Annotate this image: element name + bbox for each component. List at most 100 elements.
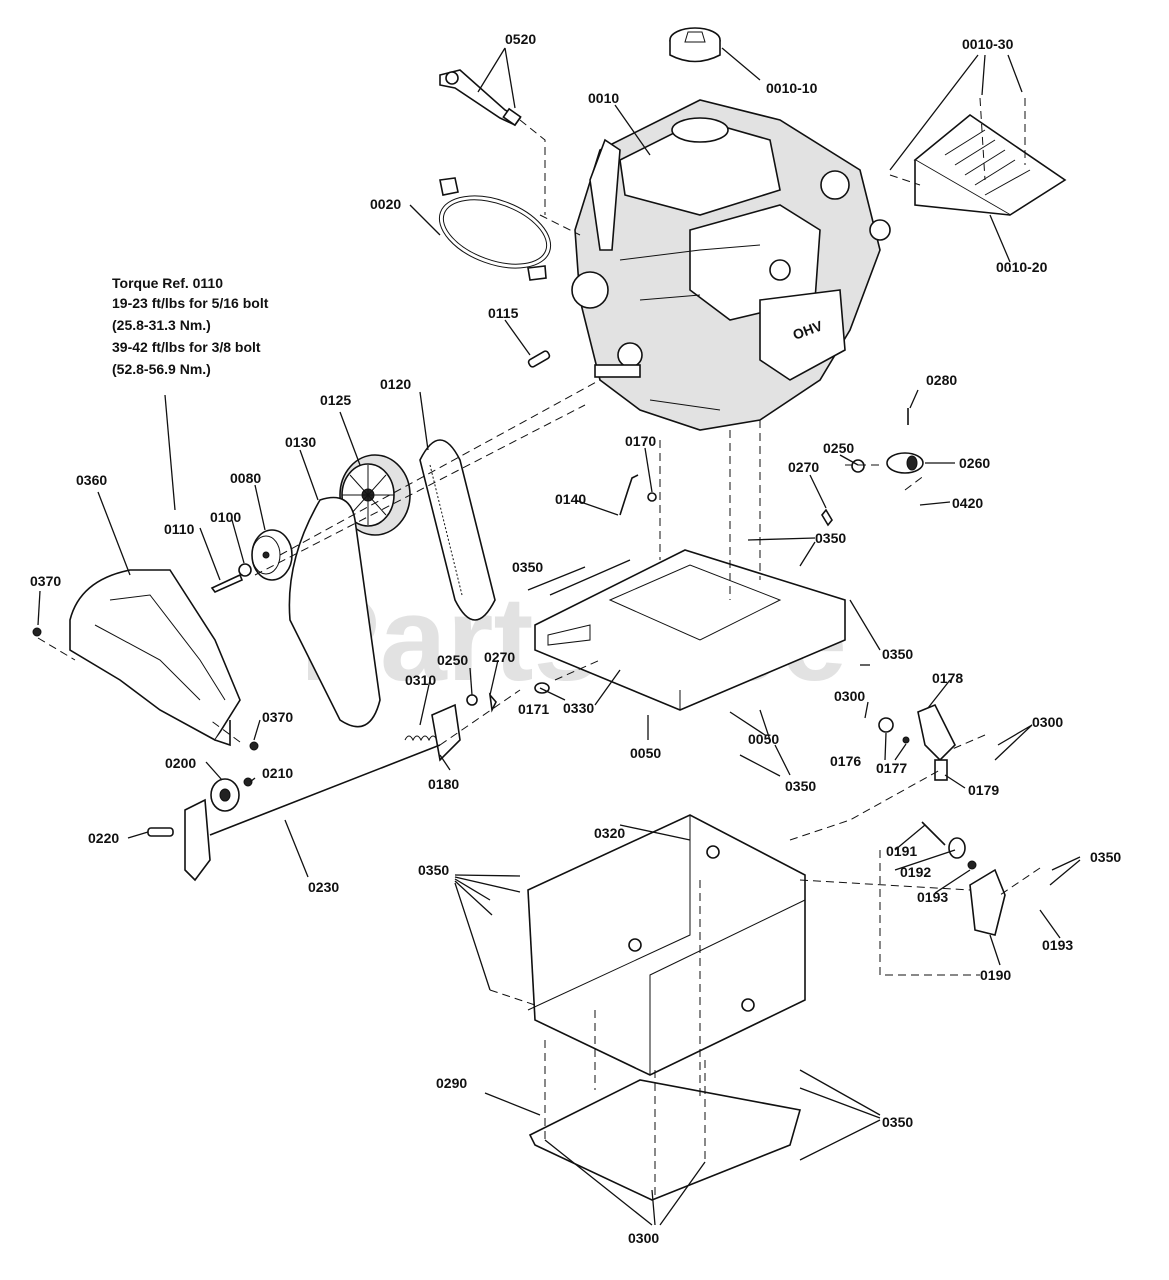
label-0050-left[interactable]: 0050 — [630, 745, 661, 761]
torque-note-line1: Torque Ref. 0110 — [112, 275, 223, 291]
label-0350-f[interactable]: 0350 — [418, 862, 449, 878]
key-pin-part — [527, 350, 551, 368]
label-0170[interactable]: 0170 — [625, 433, 656, 449]
label-0130[interactable]: 0130 — [285, 434, 316, 450]
label-0350-a[interactable]: 0350 — [815, 530, 846, 546]
rod-0140-part — [619, 474, 639, 516]
bolt-0370-right — [249, 741, 259, 751]
label-0180[interactable]: 0180 — [428, 776, 459, 792]
label-0290[interactable]: 0290 — [436, 1075, 467, 1091]
label-0360[interactable]: 0360 — [76, 472, 107, 488]
nut-0210-part — [243, 777, 253, 787]
label-0230[interactable]: 0230 — [308, 879, 339, 895]
label-0010-20[interactable]: 0010-20 — [996, 259, 1048, 275]
pin-0220-part — [147, 827, 174, 837]
label-0350-g[interactable]: 0350 — [882, 1114, 913, 1130]
label-0010-30[interactable]: 0010-30 — [962, 36, 1014, 52]
bracket-0178-part — [917, 703, 956, 762]
label-0177[interactable]: 0177 — [876, 760, 907, 776]
roller-0260-part — [886, 452, 924, 474]
nut-0177-part — [902, 736, 910, 744]
label-0220[interactable]: 0220 — [88, 830, 119, 846]
label-0176[interactable]: 0176 — [830, 753, 861, 769]
label-0280[interactable]: 0280 — [926, 372, 957, 388]
label-0250-top[interactable]: 0250 — [823, 440, 854, 456]
label-0350-c[interactable]: 0350 — [882, 646, 913, 662]
cable-part — [438, 177, 552, 281]
label-0178[interactable]: 0178 — [932, 670, 963, 686]
torque-note-line5: (52.8-56.9 Nm.) — [112, 361, 211, 377]
frame-0320-part — [527, 814, 806, 1076]
label-0350-e[interactable]: 0350 — [1090, 849, 1121, 865]
torque-note-line3: (25.8-31.3 Nm.) — [112, 317, 211, 333]
belt-cover-part — [69, 569, 241, 747]
label-0520[interactable]: 0520 — [505, 31, 536, 47]
label-0020[interactable]: 0020 — [370, 196, 401, 212]
label-0193-right[interactable]: 0193 — [1042, 937, 1073, 953]
label-0250-mid[interactable]: 0250 — [437, 652, 468, 668]
label-0370-right[interactable]: 0370 — [262, 709, 293, 725]
label-0140[interactable]: 0140 — [555, 491, 586, 507]
shaft-0230-part — [209, 744, 441, 836]
v-belt-part — [288, 496, 381, 728]
bushing-0192-part — [948, 837, 966, 859]
label-0370-left[interactable]: 0370 — [30, 573, 61, 589]
label-0010[interactable]: 0010 — [588, 90, 619, 106]
label-0120[interactable]: 0120 — [380, 376, 411, 392]
bolt-0191-part — [921, 821, 946, 846]
cotter-pin-0270b-part — [488, 692, 497, 713]
label-0179[interactable]: 0179 — [968, 782, 999, 798]
heat-shield-part — [913, 114, 1067, 216]
label-0350-d[interactable]: 0350 — [785, 778, 816, 794]
pulley-0080-part — [251, 529, 293, 581]
nut-0170-part — [647, 492, 657, 502]
washer-0100-part — [238, 563, 252, 577]
nut-0193-part — [967, 860, 977, 870]
label-0191[interactable]: 0191 — [886, 843, 917, 859]
pulley-0125-part — [339, 454, 411, 536]
label-0300-bottom[interactable]: 0300 — [628, 1230, 659, 1246]
torque-note-line4: 39-42 ft/lbs for 3/8 bolt — [112, 339, 261, 355]
label-0320[interactable]: 0320 — [594, 825, 625, 841]
spring-0310-part — [404, 735, 438, 742]
label-0330[interactable]: 0330 — [563, 700, 594, 716]
label-0260[interactable]: 0260 — [959, 455, 990, 471]
label-0050-right[interactable]: 0050 — [748, 731, 779, 747]
bolt-0110-part — [210, 573, 244, 593]
label-0420[interactable]: 0420 — [952, 495, 983, 511]
label-0192[interactable]: 0192 — [900, 864, 931, 880]
label-0190[interactable]: 0190 — [980, 967, 1011, 983]
label-0010-10[interactable]: 0010-10 — [766, 80, 818, 96]
label-0300-right[interactable]: 0300 — [1032, 714, 1063, 730]
sensor-part — [439, 69, 522, 127]
label-0080[interactable]: 0080 — [230, 470, 261, 486]
label-0125[interactable]: 0125 — [320, 392, 351, 408]
label-0310[interactable]: 0310 — [405, 672, 436, 688]
label-0210[interactable]: 0210 — [262, 765, 293, 781]
bracket-0190-part — [969, 868, 1006, 936]
label-0270-mid[interactable]: 0270 — [484, 649, 515, 665]
bottom-plate-part — [528, 1079, 802, 1201]
part-labels: 0520 0010-10 0010 0010-30 0020 0010-20 0… — [30, 31, 1121, 1246]
idler-arm-part — [184, 798, 211, 882]
bracket-0179-part — [934, 759, 948, 781]
toothed-belt-part — [419, 439, 496, 621]
label-0171[interactable]: 0171 — [518, 701, 549, 717]
label-0115[interactable]: 0115 — [488, 305, 519, 321]
label-0350-b[interactable]: 0350 — [512, 559, 543, 575]
mounting-plate-part — [534, 549, 846, 711]
assembly-lines — [37, 97, 1041, 1200]
torque-note-line2: 19-23 ft/lbs for 5/16 bolt — [112, 295, 269, 311]
label-0100[interactable]: 0100 — [210, 509, 241, 525]
bracket-0180-part — [431, 703, 461, 762]
label-0200[interactable]: 0200 — [165, 755, 196, 771]
label-0193-left[interactable]: 0193 — [917, 889, 948, 905]
idler-pulley-part — [210, 778, 240, 812]
label-0300-mid[interactable]: 0300 — [834, 688, 865, 704]
washer-0176-part — [878, 717, 894, 733]
label-0110[interactable]: 0110 — [164, 521, 195, 537]
cotter-pin-0270-part — [821, 508, 833, 527]
oil-cap-part — [669, 27, 721, 63]
label-0270-top[interactable]: 0270 — [788, 459, 819, 475]
